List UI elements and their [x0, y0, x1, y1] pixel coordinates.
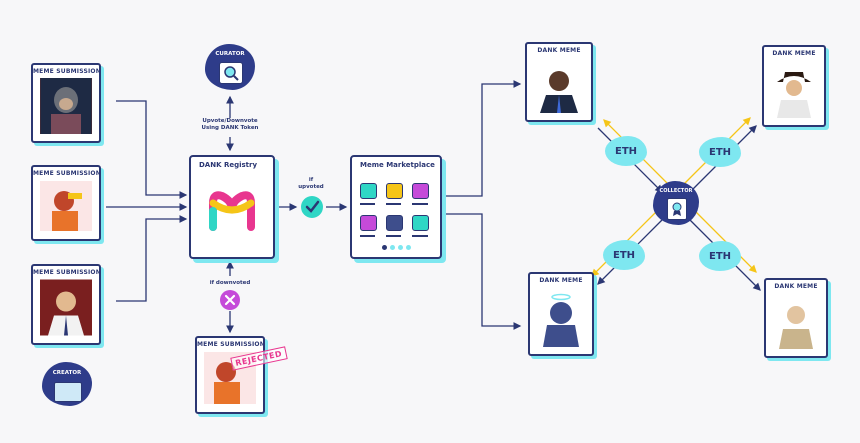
card-title: DANK MEME: [774, 283, 818, 290]
angel-gorilla-meme-image: [537, 287, 585, 347]
eth-badge: ETH: [605, 136, 647, 166]
meme-tile: [412, 215, 429, 231]
eth-badge: ETH: [603, 240, 645, 270]
meme-marketplace-box: Meme Marketplace: [350, 155, 442, 259]
certificate-icon: [667, 198, 687, 220]
tile-caption-lines: [360, 235, 428, 237]
dank-meme-card-1: DANK MEME: [525, 42, 593, 122]
card-title: MEME SUBMISSION: [33, 170, 101, 177]
card-title: MEME SUBMISSION: [197, 341, 265, 348]
tile-caption-lines: [360, 203, 428, 205]
card-title: DANK MEME: [772, 50, 816, 57]
card-title: DANK MEME: [539, 277, 583, 284]
dank-meme-card-4: DANK MEME: [764, 278, 828, 358]
meme-tile: [386, 183, 403, 199]
dank-logo-icon: [207, 187, 257, 235]
card-title: MEME SUBMISSION: [33, 269, 101, 276]
vote-note: Upvote/Downvote Using DANK Token: [201, 118, 259, 131]
meme-tile: [412, 183, 429, 199]
man-in-suit-meme-image: [40, 279, 92, 336]
dank-registry-box: DANK Registry: [189, 155, 275, 259]
registry-title: DANK Registry: [199, 161, 258, 169]
collector-node: COLLECTOR: [653, 181, 699, 225]
dr-evil-meme-image: [773, 293, 819, 349]
creator-node: CREATOR: [42, 362, 92, 406]
obama-meme-image: [534, 57, 584, 113]
check-circle-icon: [301, 196, 323, 218]
dank-meme-card-3: DANK MEME: [528, 272, 594, 356]
drake-meme-image: [40, 180, 92, 232]
upvoted-note: if upvoted: [298, 177, 324, 190]
card-title: DANK MEME: [537, 47, 581, 54]
collector-label: COLLECTOR: [659, 188, 693, 194]
meme-submission-card-1: MEME SUBMISSION: [31, 63, 101, 143]
cowboy-meme-image: [771, 60, 817, 118]
x-circle-icon: [220, 290, 240, 310]
curator-label: CURATOR: [215, 51, 245, 57]
gorilla-meme-image: [40, 78, 92, 134]
card-title: MEME SUBMISSION: [33, 68, 101, 75]
meme-tile: [360, 183, 377, 199]
meme-tile: [360, 215, 377, 231]
creator-label: CREATOR: [52, 370, 82, 376]
meme-tile: [386, 215, 403, 231]
eth-badge: ETH: [699, 241, 741, 271]
meme-submission-card-3: MEME SUBMISSION: [31, 264, 101, 345]
meme-submission-card-2: MEME SUBMISSION: [31, 165, 101, 241]
marketplace-title: Meme Marketplace: [360, 161, 435, 169]
document-icon: [54, 382, 82, 402]
curator-node: CURATOR: [205, 44, 255, 90]
eth-badge: ETH: [699, 137, 741, 167]
pagination-dots: [382, 245, 411, 250]
magnifier-icon: [219, 62, 243, 84]
downvoted-note: if downvoted: [209, 280, 251, 286]
dank-meme-card-2: DANK MEME: [762, 45, 826, 127]
rejected-submission-card: MEME SUBMISSION REJECTED: [195, 336, 288, 414]
